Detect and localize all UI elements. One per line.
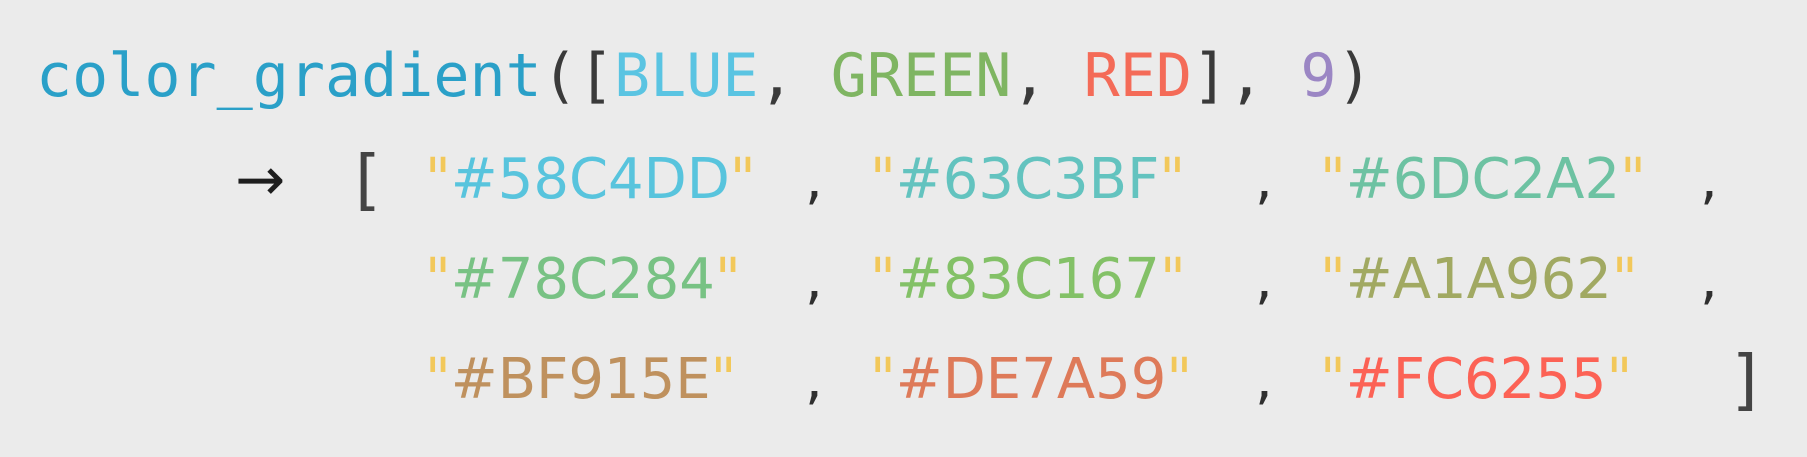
list-separator-comma: , — [805, 247, 823, 312]
hex-value: #63C3BF — [895, 147, 1160, 212]
close-list-bracket: ] — [1191, 41, 1229, 111]
function-call-line: color_gradient([BLUE, GREEN, RED], 9) — [36, 36, 1373, 116]
hex-color-string: "#58C4DD" — [425, 140, 756, 220]
close-quote: " — [1166, 347, 1193, 412]
hex-value: #A1A962 — [1345, 247, 1612, 312]
open-paren: ( — [541, 41, 578, 111]
count-argument: 9 — [1300, 41, 1337, 111]
hex-color-string: "#DE7A59" — [870, 340, 1192, 420]
hex-color-string: "#78C284" — [425, 240, 741, 320]
separator: , — [1011, 41, 1084, 111]
result-open-bracket: [ — [355, 141, 381, 218]
separator: , — [1228, 41, 1301, 111]
close-quote: " — [714, 247, 741, 312]
hex-value: #DE7A59 — [895, 347, 1167, 412]
list-separator-comma: , — [1700, 247, 1718, 312]
hex-color-string: "#FC6255" — [1320, 340, 1632, 420]
hex-color-string: "#83C167" — [870, 240, 1186, 320]
open-quote: " — [1320, 347, 1346, 412]
open-quote: " — [425, 147, 451, 212]
close-paren: ) — [1336, 41, 1373, 111]
open-quote: " — [870, 147, 896, 212]
separator: , — [758, 41, 831, 111]
hex-value: #6DC2A2 — [1345, 147, 1621, 212]
list-separator-comma: , — [805, 147, 823, 212]
open-quote: " — [870, 247, 896, 312]
hex-color-string: "#A1A962" — [1320, 240, 1638, 320]
hex-value: #BF915E — [450, 347, 711, 412]
hex-value: #58C4DD — [450, 147, 730, 212]
hex-value: #FC6255 — [1345, 347, 1607, 412]
close-quote: " — [1611, 247, 1638, 312]
close-quote: " — [1620, 147, 1646, 212]
close-quote: " — [1606, 347, 1633, 412]
hex-color-string: "#BF915E" — [425, 340, 736, 420]
close-quote: " — [710, 347, 737, 412]
result-arrow-icon: → — [235, 145, 286, 215]
list-separator-comma: , — [805, 347, 823, 412]
list-separator-comma: , — [1255, 147, 1273, 212]
open-quote: " — [1320, 247, 1346, 312]
hex-value: #83C167 — [895, 247, 1160, 312]
result-close-bracket: ] — [1732, 341, 1758, 418]
open-list-bracket: [ — [577, 41, 614, 111]
list-separator-comma: , — [1255, 347, 1273, 412]
close-quote: " — [1159, 147, 1186, 212]
hex-value: #78C284 — [450, 247, 715, 312]
argument-blue: BLUE — [613, 41, 759, 111]
close-quote: " — [729, 147, 756, 212]
hex-color-string: "#6DC2A2" — [1320, 140, 1646, 220]
close-quote: " — [1159, 247, 1186, 312]
open-quote: " — [1320, 147, 1346, 212]
open-quote: " — [425, 347, 451, 412]
hex-color-string: "#63C3BF" — [870, 140, 1185, 220]
argument-green: GREEN — [830, 41, 1012, 111]
list-separator-comma: , — [1700, 147, 1718, 212]
list-separator-comma: , — [1255, 247, 1273, 312]
open-quote: " — [870, 347, 896, 412]
function-name: color_gradient — [36, 41, 542, 111]
argument-red: RED — [1083, 41, 1192, 111]
open-quote: " — [425, 247, 451, 312]
